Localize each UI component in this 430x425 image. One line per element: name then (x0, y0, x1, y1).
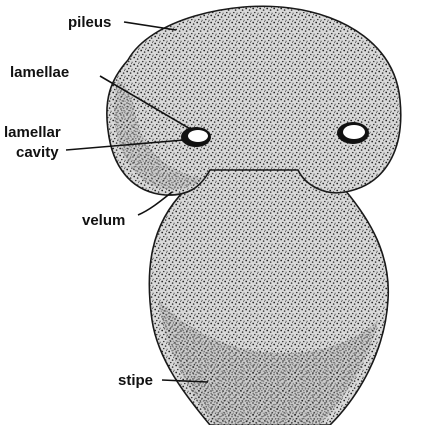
label-stipe: stipe (118, 372, 153, 389)
label-lamellar-cavity-line2: cavity (16, 144, 59, 161)
label-velum: velum (82, 212, 125, 229)
leader-velum (138, 192, 172, 215)
label-lamellar-cavity-line1: lamellar (4, 124, 61, 141)
lamellar-cavity-left (181, 127, 211, 147)
lamellar-cavity-right (337, 122, 369, 144)
label-pileus: pileus (68, 14, 111, 31)
label-lamellae: lamellae (10, 64, 69, 81)
